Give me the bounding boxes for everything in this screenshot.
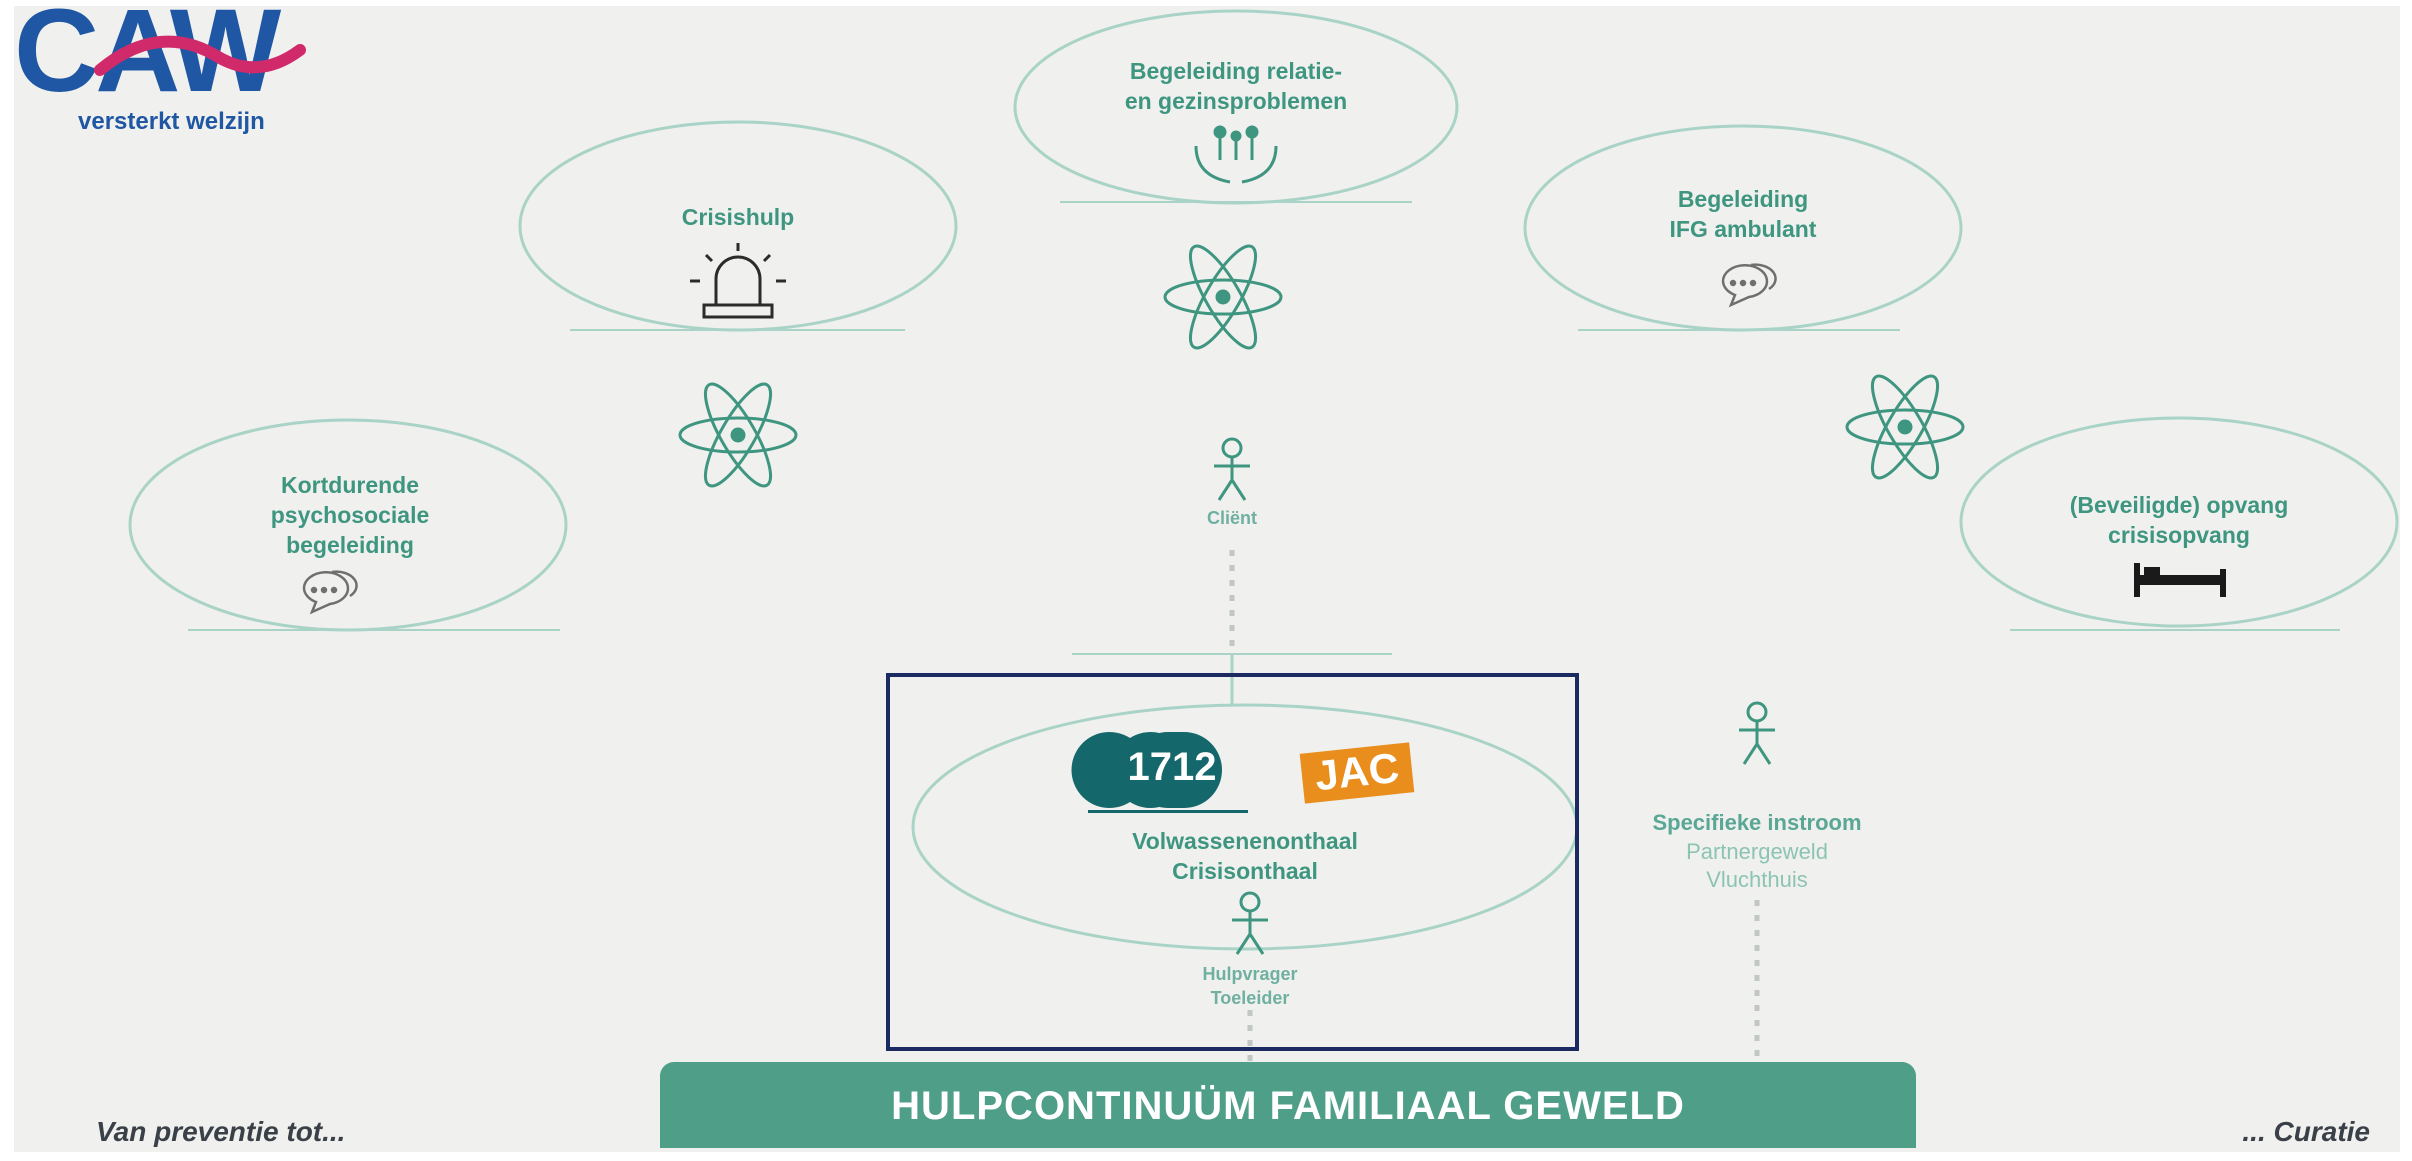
node-ifg-label: Begeleiding IFG ambulant	[1669, 186, 1817, 242]
instroom-lines: Partnergeweld Vluchthuis	[1686, 839, 1828, 892]
speech-bubble-icon	[302, 570, 358, 615]
logo-text: CAW	[14, 0, 281, 117]
diagram-panel	[14, 6, 2400, 1152]
node-relatie-label: Begeleiding relatie- en gezinsproblemen	[1124, 58, 1348, 114]
node-opvang-label: (Beveiligde) opvang crisisopvang	[2069, 492, 2289, 548]
family-hands-icon	[1194, 125, 1278, 184]
atom-icon	[1845, 374, 1965, 480]
person-icon	[1739, 701, 1775, 765]
badge-1712-text: 1712	[1127, 745, 1217, 789]
badge-jac-box	[1299, 742, 1415, 804]
banner-title: HULPCONTINUÜM FAMILIAAL GEWELD	[891, 1084, 1685, 1128]
alarm-light-icon	[690, 243, 786, 319]
bed-icon	[2134, 563, 2226, 597]
speech-bubble-icon	[1721, 263, 1777, 308]
logo-swoosh	[94, 35, 306, 76]
hulpvrager-label: Hulpvrager Toeleider	[1202, 964, 1298, 1008]
node-kortdurende-label: Kortdurende psychosociale begeleiding	[270, 472, 430, 558]
footer-left: Van preventie tot...	[96, 1116, 346, 1147]
footer-right: ... Curatie	[2242, 1116, 2370, 1147]
logo-tagline: versterkt welzijn	[78, 108, 265, 135]
atom-icon	[678, 382, 798, 488]
banner	[660, 1062, 1916, 1148]
node-onthaal-label: Volwassenenonthaal Crisisonthaal	[1132, 828, 1358, 884]
node-crisishulp-label: Crisishulp	[681, 204, 795, 230]
instroom-title: Specifieke instroom	[1652, 810, 1862, 835]
atom-icon	[1163, 244, 1283, 350]
node-opvang-ellipse	[1959, 416, 2399, 628]
highlight-frame	[886, 673, 1579, 1051]
person-icon	[1214, 437, 1250, 501]
badge-1712	[1071, 720, 1268, 820]
person-icon	[1232, 891, 1268, 955]
client-label: Cliënt	[1206, 508, 1257, 528]
